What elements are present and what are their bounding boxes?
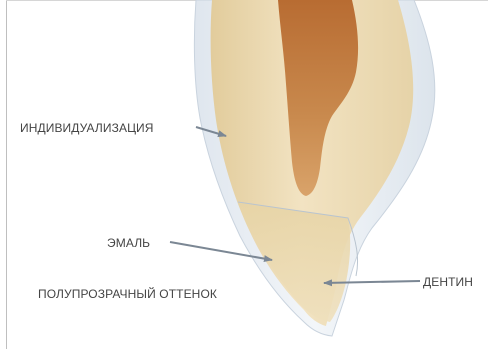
dentin-label: ДЕНТИН bbox=[423, 275, 473, 289]
translucent-shade-label: ПОЛУПРОЗРАЧНЫЙ ОТТЕНОК bbox=[38, 287, 217, 301]
enamel-label: ЭМАЛЬ bbox=[107, 236, 150, 250]
individualization-label: ИНДИВИДУАЛИЗАЦИЯ bbox=[20, 121, 154, 135]
